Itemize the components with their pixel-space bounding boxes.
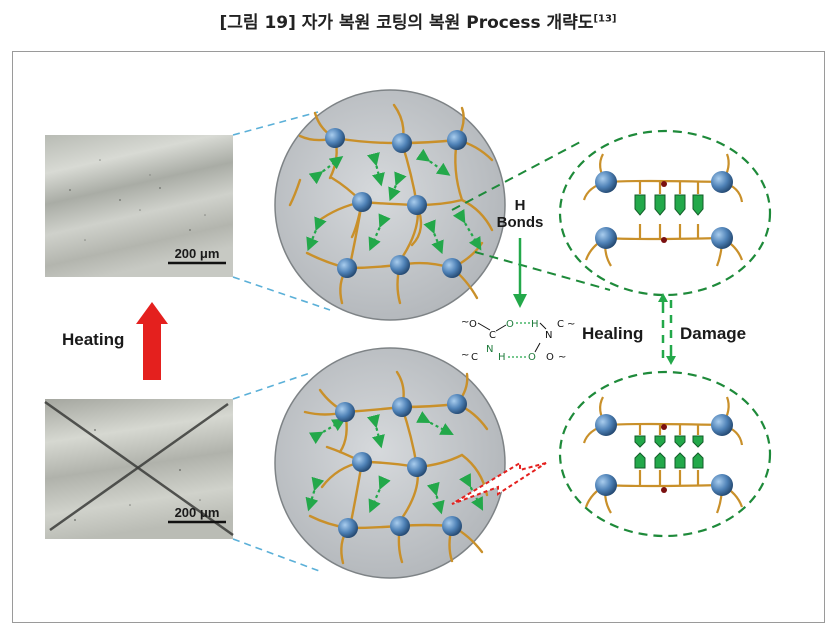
atom-h2: H xyxy=(498,352,506,363)
atom-o2: O xyxy=(506,319,514,330)
bonds-label: Bonds xyxy=(497,214,544,231)
scale-bar-label-bottom: 200 μm xyxy=(175,505,220,520)
svg-text:~: ~ xyxy=(567,319,575,330)
hydrogen-bond-structure: ~ O C O H N C ~ ~ C N H O O ~ xyxy=(461,317,575,363)
zoom-connectors xyxy=(451,139,611,291)
atom-c2: C xyxy=(557,319,564,330)
atom-c3: C xyxy=(471,352,478,363)
h-bonds-arrow xyxy=(513,238,527,308)
atom-o3: O xyxy=(528,352,536,363)
caption-text: [그림 19] 자가 복원 코팅의 복원 Process 개략도 xyxy=(219,13,594,33)
svg-text:~: ~ xyxy=(558,352,566,363)
scale-bar-label-top: 200 μm xyxy=(175,246,220,261)
h-label: H xyxy=(515,197,526,214)
heating-arrow xyxy=(136,302,168,380)
polymer-network-damaged xyxy=(274,347,506,579)
healing-label: Healing xyxy=(582,324,643,343)
damage-label: Damage xyxy=(680,324,746,343)
svg-text:~: ~ xyxy=(461,317,469,328)
atom-n1: N xyxy=(545,330,552,341)
polymer-network-healed xyxy=(274,89,506,321)
micrograph-damaged: 200 μm xyxy=(44,399,234,539)
atom-h1: H xyxy=(531,319,539,330)
micrograph-healed: 200 μm xyxy=(45,135,233,277)
broken-state-zoom xyxy=(558,370,772,538)
bonded-state-zoom xyxy=(558,129,772,297)
figure-caption: [그림 19] 자가 복원 코팅의 복원 Process 개략도[13] xyxy=(0,8,836,33)
caption-reference: [13] xyxy=(593,13,617,25)
atom-o4: O xyxy=(546,352,554,363)
svg-text:~: ~ xyxy=(461,350,469,361)
atom-n2: N xyxy=(486,344,493,355)
leader-lines xyxy=(232,111,331,573)
healing-damage-arrows xyxy=(658,293,676,365)
atom-c1: C xyxy=(489,330,496,341)
heating-label: Heating xyxy=(62,330,124,349)
damage-bolt xyxy=(451,461,547,505)
atom-o1: O xyxy=(469,319,477,330)
